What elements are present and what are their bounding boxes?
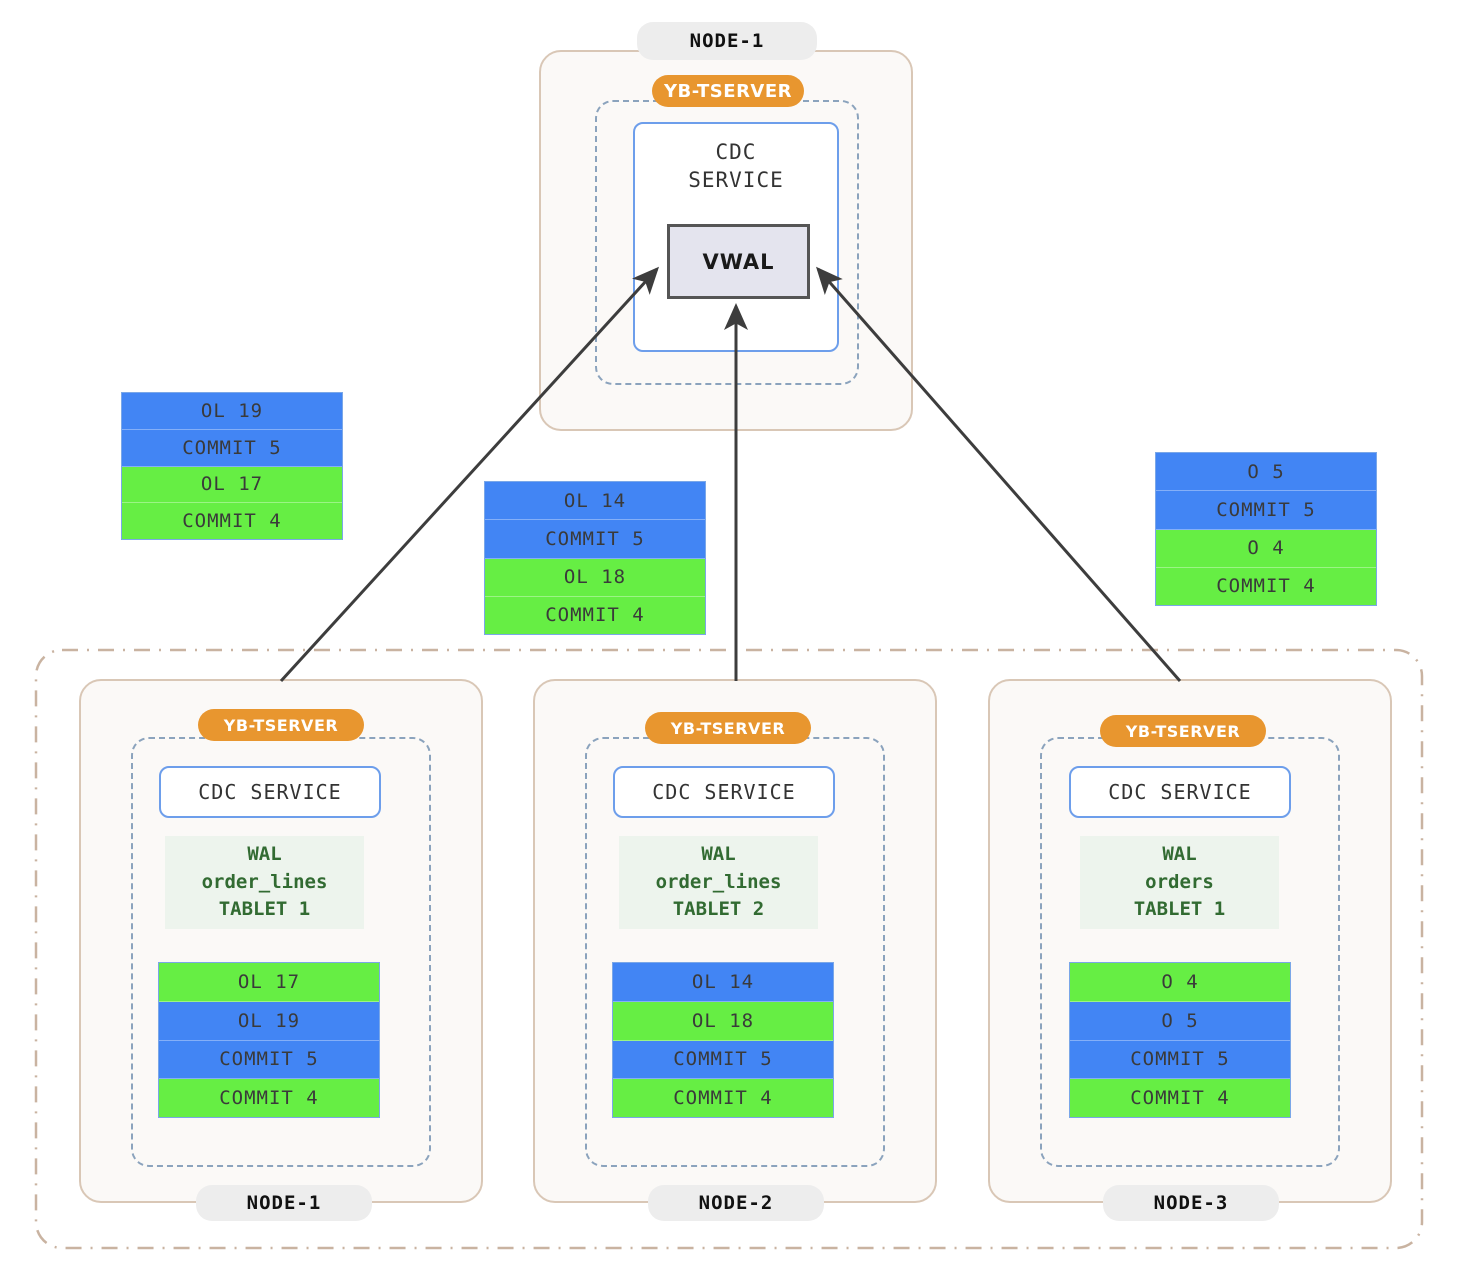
cluster-node-1-wal-box: WAL order_lines TABLET 1 bbox=[165, 836, 364, 929]
record-row: OL 18 bbox=[485, 558, 705, 597]
record-row: OL 17 bbox=[122, 466, 342, 504]
cluster-node-2-wal-box: WAL order_lines TABLET 2 bbox=[619, 836, 818, 929]
record-row: COMMIT 5 bbox=[159, 1040, 379, 1080]
cluster-node-1-tserver-pill: YB-TSERVER bbox=[198, 709, 364, 741]
record-row: COMMIT 5 bbox=[485, 520, 705, 559]
record-row: COMMIT 4 bbox=[485, 596, 705, 634]
record-row: COMMIT 5 bbox=[1070, 1040, 1290, 1080]
record-row: O 4 bbox=[1070, 963, 1290, 1002]
record-row: OL 19 bbox=[159, 1001, 379, 1041]
record-row: OL 19 bbox=[122, 393, 342, 430]
vwal-box: VWAL bbox=[667, 224, 810, 299]
record-row: OL 17 bbox=[159, 963, 379, 1002]
cluster-node-1-cdc-box: CDC SERVICE bbox=[159, 766, 381, 818]
record-row: COMMIT 4 bbox=[122, 503, 342, 539]
record-row: COMMIT 5 bbox=[613, 1040, 833, 1080]
record-row: O 5 bbox=[1156, 453, 1376, 492]
cluster-node-3-label: NODE-3 bbox=[1103, 1185, 1279, 1221]
record-row: OL 14 bbox=[613, 963, 833, 1002]
cluster-node-1-label: NODE-1 bbox=[196, 1185, 372, 1221]
record-row: OL 14 bbox=[485, 482, 705, 521]
top-tserver-pill: YB-TSERVER bbox=[652, 75, 804, 107]
record-row: OL 18 bbox=[613, 1001, 833, 1041]
record-row: COMMIT 4 bbox=[1070, 1079, 1290, 1117]
top-node-label: NODE-1 bbox=[637, 22, 817, 60]
record-row: COMMIT 5 bbox=[1156, 491, 1376, 530]
cluster-node-2-label: NODE-2 bbox=[648, 1185, 824, 1221]
record-row: COMMIT 4 bbox=[1156, 567, 1376, 605]
record-row: COMMIT 4 bbox=[613, 1079, 833, 1117]
cluster-node-3-stack: O 4 O 5 COMMIT 5 COMMIT 4 bbox=[1069, 962, 1291, 1118]
record-row: O 5 bbox=[1070, 1001, 1290, 1041]
cluster-node-3-cdc-box: CDC SERVICE bbox=[1069, 766, 1291, 818]
floating-stack-left: OL 19 COMMIT 5 OL 17 COMMIT 4 bbox=[121, 392, 343, 540]
floating-stack-right: O 5 COMMIT 5 O 4 COMMIT 4 bbox=[1155, 452, 1377, 606]
cluster-node-3-wal-box: WAL orders TABLET 1 bbox=[1080, 836, 1279, 929]
record-row: COMMIT 4 bbox=[159, 1079, 379, 1117]
floating-stack-middle: OL 14 COMMIT 5 OL 18 COMMIT 4 bbox=[484, 481, 706, 635]
cluster-node-2-tserver-pill: YB-TSERVER bbox=[645, 712, 811, 744]
cluster-node-1-stack: OL 17 OL 19 COMMIT 5 COMMIT 4 bbox=[158, 962, 380, 1118]
record-row: O 4 bbox=[1156, 529, 1376, 568]
record-row: COMMIT 5 bbox=[122, 429, 342, 467]
cluster-node-3-tserver-pill: YB-TSERVER bbox=[1100, 715, 1266, 747]
cluster-node-2-stack: OL 14 OL 18 COMMIT 5 COMMIT 4 bbox=[612, 962, 834, 1118]
cluster-node-2-cdc-box: CDC SERVICE bbox=[613, 766, 835, 818]
